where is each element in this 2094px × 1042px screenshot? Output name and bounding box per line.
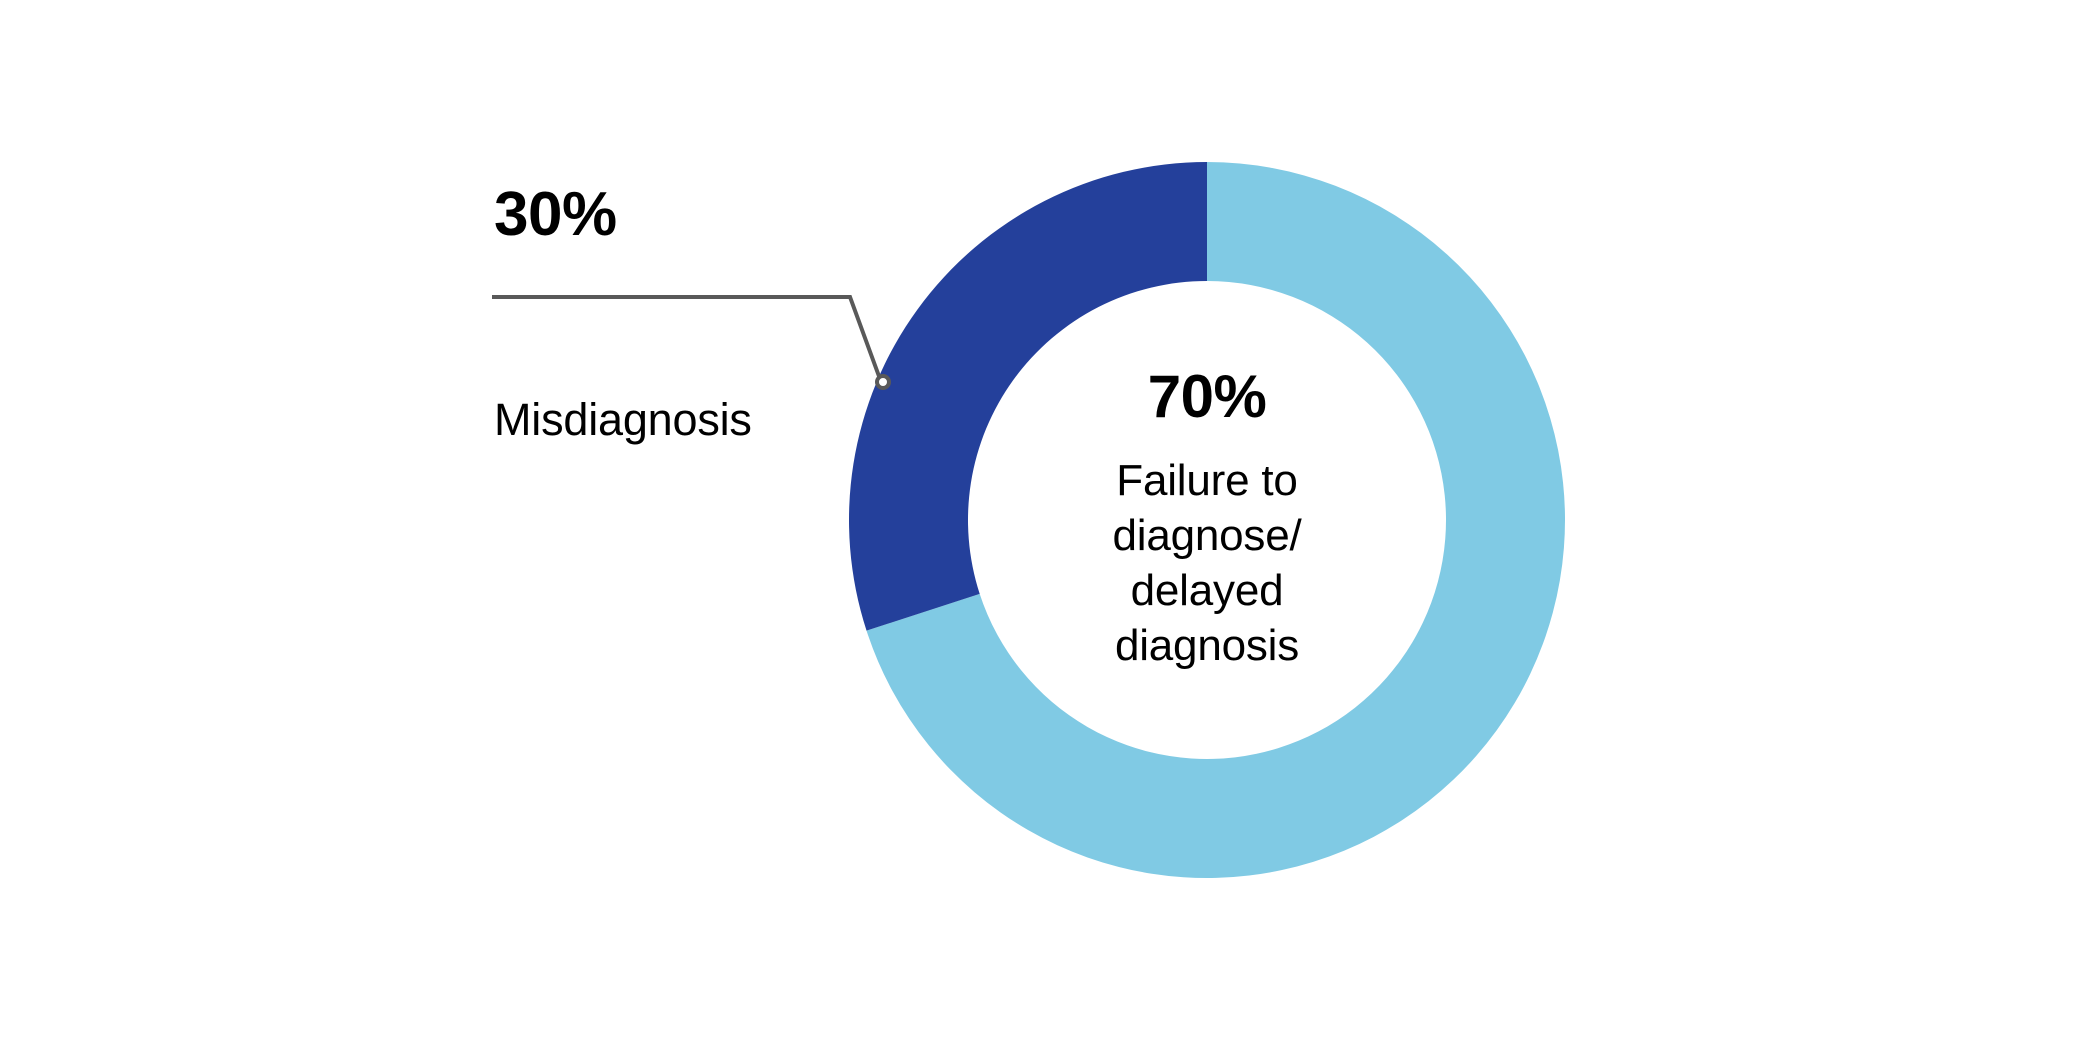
callout-category-label: Misdiagnosis bbox=[494, 394, 752, 446]
leader-line-path bbox=[492, 295, 882, 380]
donut-slice-misdiagnosis[interactable] bbox=[849, 162, 1207, 631]
donut-slice-failure-to-diagnose[interactable] bbox=[866, 162, 1565, 879]
donut-slices bbox=[849, 162, 1565, 879]
leader-endpoint-marker bbox=[875, 374, 891, 391]
misdiagnosis-callout: 30% Misdiagnosis bbox=[490, 182, 910, 445]
callout-leader-line bbox=[492, 295, 891, 391]
callout-percent-value: 30% bbox=[494, 180, 617, 249]
